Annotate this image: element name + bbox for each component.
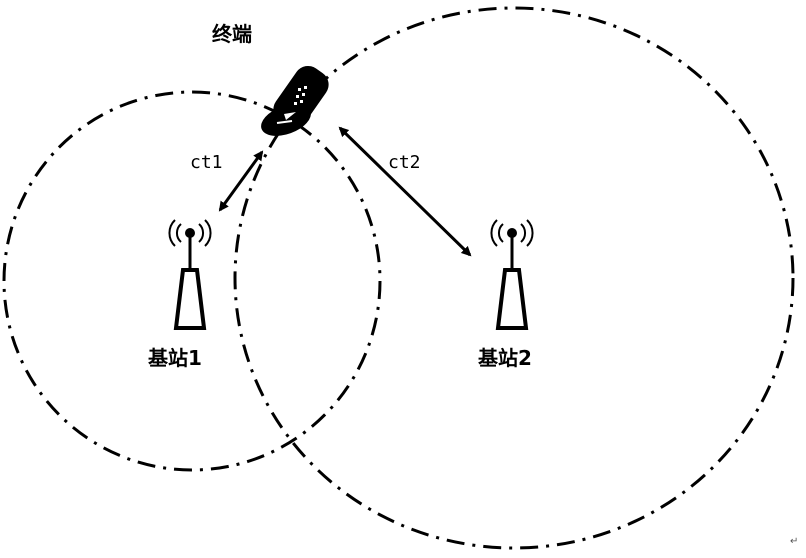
ct1-arrow bbox=[220, 152, 262, 210]
ct2-arrow bbox=[340, 128, 470, 255]
ct2-label: ct2 bbox=[388, 152, 421, 173]
base-station-1-label: 基站1 bbox=[148, 342, 202, 371]
base-station-1-tower-icon bbox=[169, 220, 210, 328]
return-mark: ↵ bbox=[790, 536, 798, 547]
ct1-label: ct1 bbox=[190, 152, 223, 173]
base-station-2-label: 基站2 bbox=[478, 342, 532, 371]
mobile-phone-icon bbox=[257, 60, 334, 142]
base-station-2-tower-icon bbox=[491, 220, 532, 328]
terminal-label: 终端 bbox=[212, 18, 252, 47]
